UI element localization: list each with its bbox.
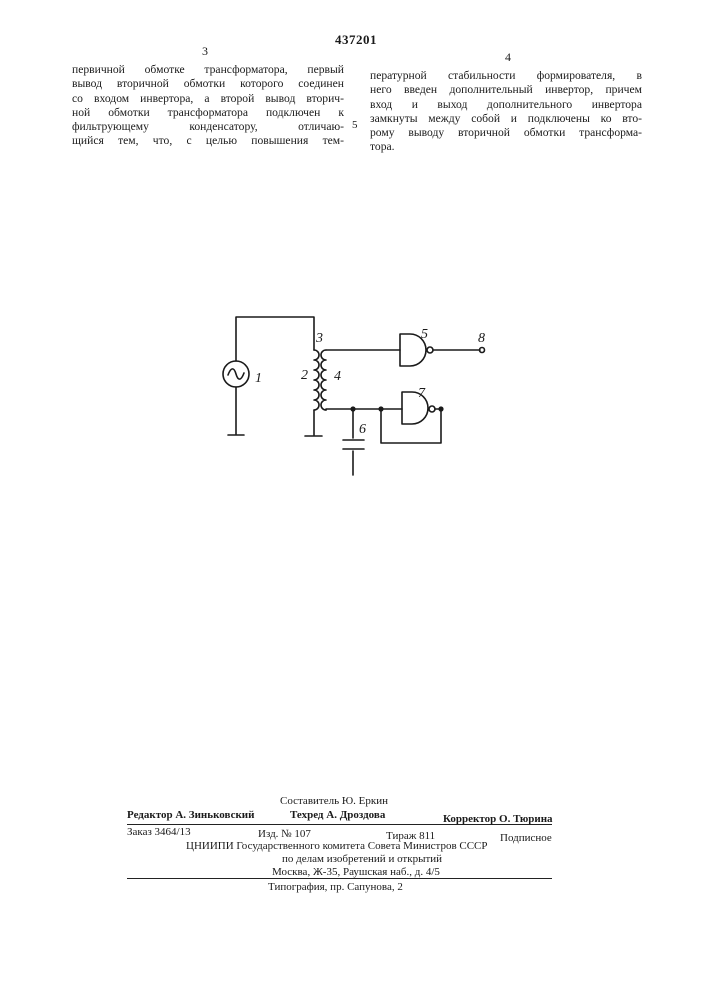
inverter-5-bubble bbox=[427, 347, 433, 353]
printing-house: Типография, пр. Сапунова, 2 bbox=[268, 881, 403, 894]
label-output: 8 bbox=[478, 331, 485, 346]
label-secondary: 4 bbox=[334, 369, 341, 384]
secondary-winding bbox=[321, 350, 326, 410]
inverter-7-bubble bbox=[429, 406, 435, 412]
junction-dot bbox=[350, 406, 355, 411]
label-inverter: 5 bbox=[421, 327, 428, 342]
order-number: Заказ 3464/13 bbox=[127, 826, 191, 839]
label-capacitor: 6 bbox=[359, 422, 366, 437]
divider-top bbox=[127, 824, 552, 825]
feedback-loop bbox=[381, 409, 441, 443]
label-primary: 2 bbox=[301, 368, 308, 383]
label-secondary-top: 3 bbox=[315, 331, 323, 346]
junction-dot bbox=[438, 406, 443, 411]
junction-dot bbox=[378, 406, 383, 411]
primary-wire-top bbox=[236, 317, 314, 361]
ac-source-wave bbox=[228, 369, 244, 379]
label-source: 1 bbox=[255, 371, 262, 386]
primary-winding bbox=[314, 350, 319, 410]
subscription: Подписное bbox=[500, 832, 552, 845]
compiler-line: Составитель Ю. Еркин bbox=[280, 795, 388, 808]
techred-line: Техред А. Дроздова bbox=[290, 809, 385, 822]
wire-lower-branch bbox=[326, 409, 402, 410]
divider-bottom bbox=[127, 878, 552, 879]
label-extra-inverter: 7 bbox=[418, 386, 426, 401]
editor-line: Редактор А. Зиньковский bbox=[127, 809, 254, 822]
output-terminal bbox=[480, 348, 485, 353]
institute-department: по делам изобретений и открытий bbox=[282, 853, 442, 866]
institute-name: ЦНИИПИ Государственного комитета Совета … bbox=[186, 840, 488, 853]
